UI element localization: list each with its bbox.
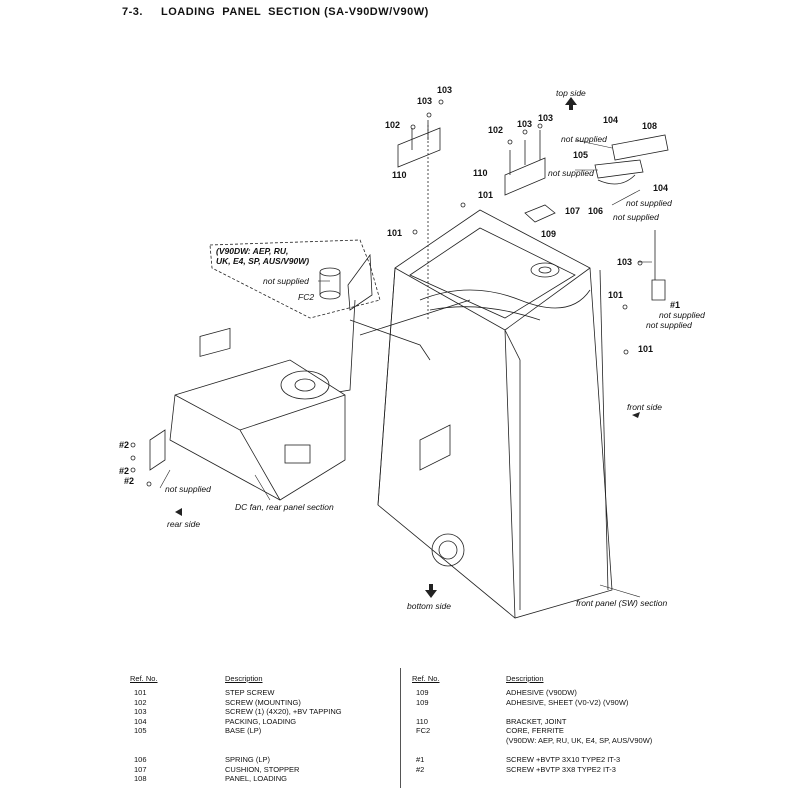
part-ref-no: 109 xyxy=(416,688,429,697)
ref-label-105: 105 xyxy=(573,150,589,160)
leader-lines xyxy=(159,139,652,598)
not-supplied-note: not supplied xyxy=(548,168,594,178)
not-supplied-note: not supplied xyxy=(626,198,672,208)
bracket-110-right xyxy=(504,130,546,196)
front-side-note: front side xyxy=(627,402,662,412)
part-description: ADHESIVE (V90DW) xyxy=(506,688,577,697)
bracket-110-left xyxy=(397,120,441,320)
ref-label-101: 101 xyxy=(608,290,624,300)
part-description: PACKING, LOADING xyxy=(225,716,297,726)
ref-label-106: 106 xyxy=(588,206,604,216)
description-header: Description xyxy=(506,674,544,683)
ref-label-109: 109 xyxy=(541,229,557,239)
ref-label-101: 101 xyxy=(387,228,403,238)
ref-label-103: 103 xyxy=(538,113,554,123)
part-description: SCREW +BVTP 3X8 TYPE2 IT-3 xyxy=(506,764,616,774)
ref-label-#2: #2 xyxy=(119,440,130,450)
not-supplied-note: not supplied xyxy=(613,212,659,222)
ref-label-#1: #1 xyxy=(670,300,681,310)
variant-box-label: (V90DW: AEP, RU, UK, E4, SP, AUS/V90W) xyxy=(216,246,310,266)
description-header: Description xyxy=(225,674,263,683)
ref-no-header: Ref. No. xyxy=(412,674,440,683)
not-supplied-note: not supplied xyxy=(263,276,309,286)
part-description: SPRING (LP) xyxy=(225,755,271,764)
exploded-diagram xyxy=(130,97,669,619)
ref-label-103: 103 xyxy=(617,257,633,267)
not-supplied-note: not supplied xyxy=(165,484,211,494)
part-description: CUSHION, STOPPER xyxy=(225,764,300,774)
part-description: BRACKET, JOINT xyxy=(506,716,567,726)
section-title: LOADING PANEL SECTION (SA-V90DW/V90W) xyxy=(160,6,429,18)
variant-box xyxy=(209,239,381,319)
ref-label-103: 103 xyxy=(437,85,453,95)
front-side-arrow xyxy=(628,412,640,420)
part-ref-no: #2 xyxy=(416,764,425,774)
ref-label-#2: #2 xyxy=(124,476,135,486)
part-ref-no: 104 xyxy=(134,716,147,726)
ref-label-110: 110 xyxy=(473,168,488,178)
bottom-side-arrow xyxy=(425,584,437,598)
part-description: PANEL, LOADING xyxy=(225,774,287,783)
part-ref-no: 107 xyxy=(134,764,147,774)
part-ref-no: FC2 xyxy=(416,726,431,735)
page-title: 7-3. LOADING PANEL SECTION (SA-V90DW/V90W… xyxy=(122,6,429,18)
ref-no-header: Ref. No. xyxy=(130,674,158,683)
ref-label-fc2: FC2 xyxy=(298,292,315,302)
part-description: CORE, FERRITE xyxy=(506,726,564,735)
part-description: BASE (LP) xyxy=(225,726,262,735)
ref-label-101: 101 xyxy=(638,344,654,354)
ref-label-102: 102 xyxy=(488,125,504,135)
part-description: SCREW (MOUNTING) xyxy=(225,697,301,707)
not-supplied-note: not supplied xyxy=(659,310,705,320)
rear-side-arrow xyxy=(175,508,182,516)
part-description: (V90DW: AEP, RU, UK, E4, SP, AUS/V90W) xyxy=(506,735,653,745)
ref-label-103: 103 xyxy=(417,96,433,106)
table-divider xyxy=(400,668,401,788)
screws xyxy=(130,99,643,487)
part-ref-no: 103 xyxy=(134,707,147,716)
part-ref-no: 101 xyxy=(134,688,147,697)
ref-label-107: 107 xyxy=(565,206,581,216)
front-panel-note: front panel (SW) section xyxy=(576,598,668,608)
top-side-note: top side xyxy=(556,88,586,98)
part-ref-no: 110 xyxy=(416,716,428,726)
part-ref-no: 105 xyxy=(134,726,147,735)
dc-fan-board-drawing xyxy=(149,327,346,501)
ref-label-103: 103 xyxy=(517,119,533,129)
part-description: SCREW +BVTP 3X10 TYPE2 IT-3 xyxy=(506,755,621,764)
ref-label-101: 101 xyxy=(478,190,494,200)
not-supplied-note: not supplied xyxy=(646,320,692,330)
loading-panel-drawing xyxy=(594,134,669,301)
ref-label-104: 104 xyxy=(653,183,669,193)
rear-side-note: rear side xyxy=(167,519,201,529)
ref-label-110: 110 xyxy=(392,170,407,180)
ferrite-core-fc2-drawing xyxy=(319,253,373,311)
part-ref-no: 106 xyxy=(134,755,147,764)
part-ref-no: #1 xyxy=(416,755,425,764)
part-ref-no: 102 xyxy=(134,697,147,707)
ref-label-#2: #2 xyxy=(119,466,130,476)
direction-arrows xyxy=(175,97,640,598)
section-number: 7-3. xyxy=(122,6,143,18)
dc-fan-rear-panel-note: DC fan, rear panel section xyxy=(235,502,334,512)
part-ref-no: 108 xyxy=(134,774,147,783)
cabinet-drawing xyxy=(377,209,613,619)
bottom-side-note: bottom side xyxy=(407,601,451,611)
part-ref-no: 109 xyxy=(416,697,429,707)
top-side-arrow xyxy=(565,97,577,110)
part-description: STEP SCREW xyxy=(225,688,275,697)
ref-label-102: 102 xyxy=(385,120,401,130)
ref-label-108: 108 xyxy=(642,121,658,131)
part-description: ADHESIVE, SHEET (V0-V2) (V90W) xyxy=(506,697,629,707)
part-description: SCREW (1) (4X20), +BV TAPPING xyxy=(225,707,342,716)
not-supplied-note: not supplied xyxy=(561,134,607,144)
adhesive-109-drawing xyxy=(524,204,556,223)
ref-label-104: 104 xyxy=(603,115,619,125)
